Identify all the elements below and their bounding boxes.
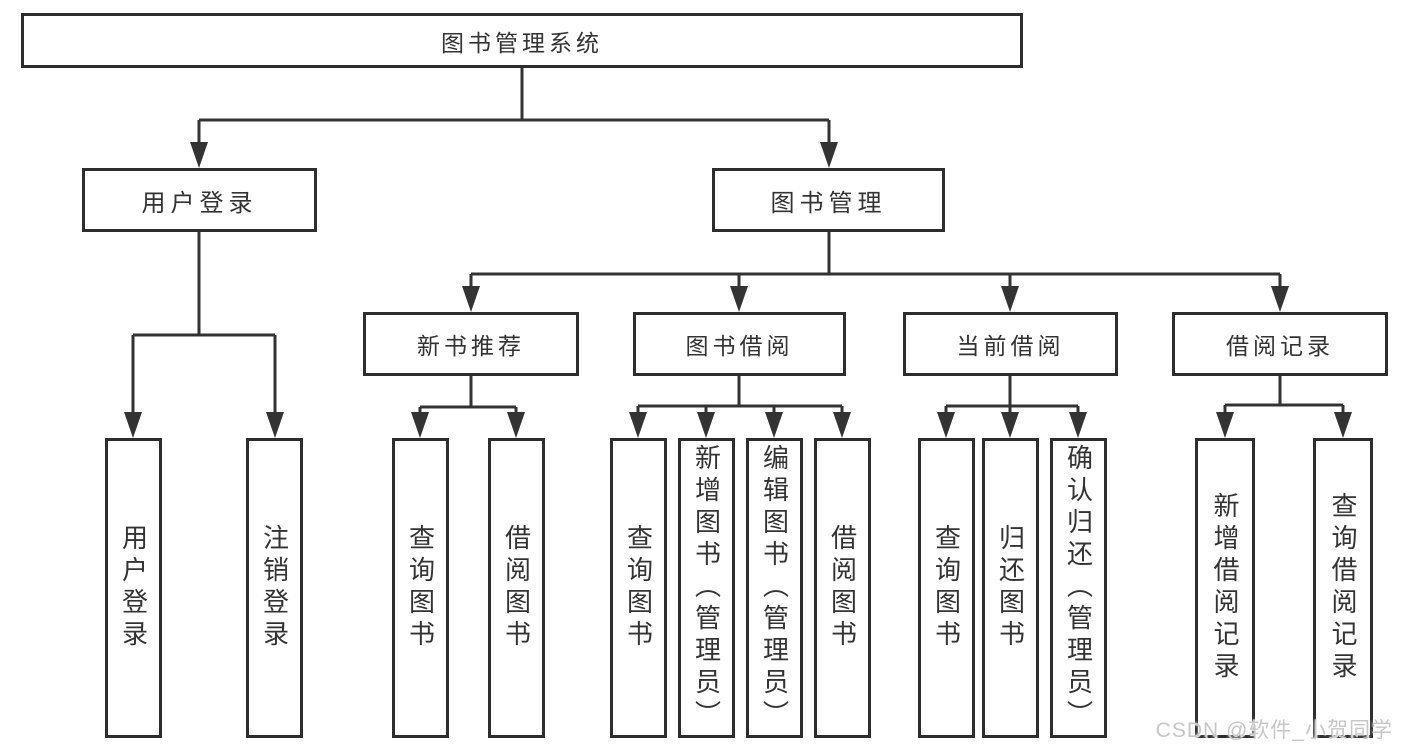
node-new-book-recommend: 新书推荐	[363, 312, 579, 376]
node-current-borrowing: 当前借阅	[903, 312, 1118, 376]
leaf-label: 编辑图书（管理员）	[759, 444, 790, 732]
node-borrow-records: 借阅记录	[1172, 312, 1388, 376]
leaf-logout: 注销登录	[246, 438, 303, 738]
connector-records-to-leaves	[1216, 376, 1352, 438]
connector-root-to-level2	[190, 68, 838, 168]
leaf-label: 归还图书	[995, 524, 1026, 652]
leaf-borrow-books: 借阅图书	[814, 438, 871, 738]
node-label: 图书管理系统	[441, 29, 603, 56]
leaf-query-books-borrowing: 查询图书	[610, 438, 667, 738]
leaf-user-login: 用户登录	[105, 438, 162, 738]
node-book-borrowing: 图书借阅	[633, 312, 846, 376]
leaf-add-borrow-record: 新增借阅记录	[1195, 438, 1255, 738]
leaf-return-books: 归还图书	[982, 438, 1039, 738]
leaf-label: 确认归还（管理员）	[1063, 444, 1094, 732]
node-label: 图书管理	[770, 189, 887, 217]
leaf-label: 查询图书	[623, 524, 654, 652]
node-book-management: 图书管理	[712, 168, 945, 232]
node-user-login: 用户登录	[82, 168, 317, 232]
leaf-label: 查询图书	[931, 524, 962, 652]
node-label: 借阅记录	[1226, 333, 1334, 359]
leaf-label: 借阅图书	[827, 524, 858, 652]
connector-current-to-leaves	[937, 376, 1087, 438]
leaf-label: 借阅图书	[501, 524, 532, 652]
node-label: 用户登录	[141, 189, 258, 217]
leaf-label: 查询借阅记录	[1328, 492, 1358, 684]
connector-user-login-to-leaves	[124, 232, 284, 438]
connector-new-book-to-leaves	[411, 376, 525, 438]
connector-book-mgmt-to-level3	[462, 232, 1289, 312]
csdn-watermark: CSDN @软件_小贺同学	[1155, 719, 1393, 742]
node-label: 图书借阅	[685, 333, 794, 359]
leaf-label: 用户登录	[118, 524, 149, 652]
leaf-borrow-books-recommend: 借阅图书	[488, 438, 545, 738]
leaf-label: 注销登录	[259, 524, 290, 652]
leaf-query-books-recommend: 查询图书	[392, 438, 449, 738]
node-label: 当前借阅	[956, 333, 1065, 359]
node-label: 新书推荐	[417, 333, 525, 359]
leaf-edit-books-admin: 编辑图书（管理员）	[746, 438, 803, 738]
leaf-query-borrow-record: 查询借阅记录	[1313, 438, 1373, 738]
leaf-label: 新增图书（管理员）	[691, 444, 722, 732]
leaf-confirm-return-admin: 确认归还（管理员）	[1050, 438, 1107, 738]
node-system-root: 图书管理系统	[21, 13, 1023, 68]
leaf-label: 查询图书	[405, 524, 436, 652]
connector-borrow-to-leaves	[629, 376, 851, 438]
leaf-query-books-current: 查询图书	[918, 438, 975, 738]
leaf-label: 新增借阅记录	[1210, 492, 1240, 684]
leaf-add-books-admin: 新增图书（管理员）	[678, 438, 735, 738]
